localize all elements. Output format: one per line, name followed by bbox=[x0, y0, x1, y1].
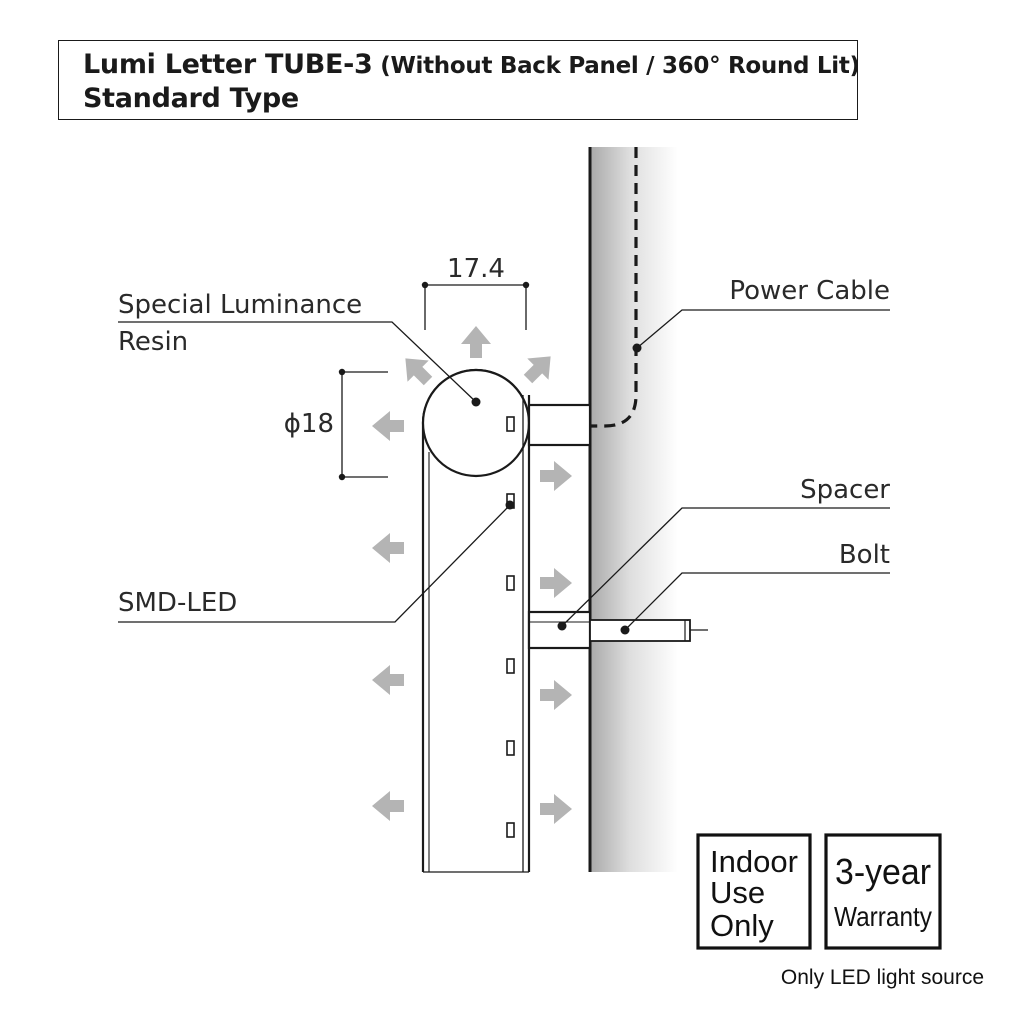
led-source-note: Only LED light source bbox=[781, 966, 984, 989]
power-cable-label: Power Cable bbox=[729, 276, 890, 306]
smd-led-leader-dot bbox=[505, 500, 515, 510]
width-dimension bbox=[424, 284, 527, 330]
indoor-use-only-badge bbox=[696, 833, 812, 950]
indoor-badge-line1: Indoor bbox=[710, 844, 798, 879]
spacer-leader-line bbox=[561, 507, 890, 627]
width-dimension-label: 17.4 bbox=[447, 254, 505, 284]
light-direction-arrows bbox=[372, 326, 572, 824]
light-arrow-right bbox=[540, 568, 572, 598]
light-arrow-right bbox=[540, 680, 572, 710]
spacer-leader-dot bbox=[557, 621, 567, 631]
resin-leader-dot bbox=[471, 397, 481, 407]
light-arrow-right bbox=[540, 461, 572, 491]
spacer-label: Spacer bbox=[800, 475, 890, 505]
diameter-dim-dot bbox=[338, 473, 346, 481]
smd-led bbox=[506, 658, 515, 674]
diameter-dim-dot bbox=[338, 368, 346, 376]
warranty-badge-line1: 3-year bbox=[835, 851, 931, 892]
indoor-badge-line3: Only bbox=[710, 908, 774, 943]
warranty-badge bbox=[824, 833, 942, 950]
smd-led bbox=[506, 575, 515, 591]
light-arrow-right bbox=[540, 794, 572, 824]
title-main: Lumi Letter TUBE-3 bbox=[83, 49, 373, 80]
spacer-block bbox=[527, 610, 592, 650]
power-cable-leader-line bbox=[636, 309, 890, 349]
title-subtitle: (Without Back Panel / 360° Round Lit) bbox=[372, 53, 860, 79]
light-arrow-left bbox=[372, 791, 404, 821]
smd-led-label: SMD-LED bbox=[118, 588, 237, 618]
bolt-label: Bolt bbox=[839, 540, 890, 570]
upper-spacer bbox=[527, 403, 592, 447]
resin-label-line2: Resin bbox=[118, 327, 188, 357]
light-arrow-left bbox=[372, 533, 404, 563]
resin-label-line1: Special Luminance bbox=[118, 290, 362, 320]
light-arrow-up bbox=[461, 326, 491, 358]
smd-led bbox=[506, 416, 515, 432]
light-arrow-left bbox=[372, 411, 404, 441]
bolt-leader-dot bbox=[620, 625, 630, 635]
bolt-body bbox=[589, 619, 691, 642]
diameter-dimension-label: ϕ18 bbox=[284, 409, 334, 439]
mounting-wall bbox=[590, 147, 678, 872]
smd-led bbox=[506, 822, 515, 838]
power-cable-leader-dot bbox=[632, 343, 642, 353]
title-line1: Lumi Letter TUBE-3 (Without Back Panel /… bbox=[83, 49, 860, 80]
width-dim-dot bbox=[421, 281, 429, 289]
title-box: Lumi Letter TUBE-3 (Without Back Panel /… bbox=[58, 40, 860, 120]
power-cable-path bbox=[590, 147, 638, 428]
bolt-leader-line bbox=[624, 572, 890, 631]
light-arrow-left bbox=[372, 665, 404, 695]
smd-led-group bbox=[506, 416, 515, 838]
smd-led bbox=[506, 740, 515, 756]
indoor-badge-line2: Use bbox=[710, 875, 765, 910]
light-arrow-up-right bbox=[523, 356, 551, 384]
light-arrow-up-left bbox=[405, 358, 433, 386]
warranty-badge-line2: Warranty bbox=[834, 901, 932, 932]
title-line2: Standard Type bbox=[83, 83, 299, 114]
resin-leader-line bbox=[118, 321, 477, 403]
smd-led-leader-line bbox=[118, 504, 511, 623]
diameter-dimension bbox=[341, 371, 388, 478]
width-dim-dot bbox=[522, 281, 530, 289]
